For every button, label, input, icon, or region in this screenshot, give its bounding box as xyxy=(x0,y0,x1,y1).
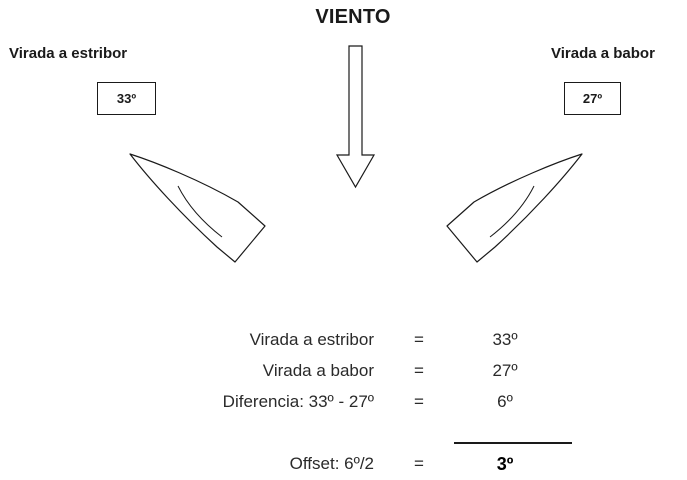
equals-sign: = xyxy=(414,392,424,411)
starboard-boat-icon xyxy=(129,153,266,263)
port-angle-box: 27º xyxy=(564,82,621,115)
calc-row-difference: Diferencia: 33º - 27º = 6º xyxy=(0,388,687,418)
calc-row-starboard: Virada a estribor = 33º xyxy=(0,326,687,356)
tack-diagram: VIENTO Virada a estribor Virada a babor … xyxy=(9,6,655,263)
result-divider-line xyxy=(454,442,572,444)
calc-row-port: Virada a babor = 27º xyxy=(0,357,687,387)
wind-arrow-icon xyxy=(335,45,376,189)
calc-row-offset: Offset: 6º/2 = 3º xyxy=(0,450,687,480)
calc-row-label: Offset: 6º/2 xyxy=(289,454,374,473)
equals-sign: = xyxy=(414,361,424,380)
starboard-angle-box: 33º xyxy=(97,82,156,115)
offset-result-value: 3º xyxy=(496,454,514,474)
port-boat-icon xyxy=(446,153,583,263)
calc-row-value: 27º xyxy=(492,361,518,380)
port-tack-label: Virada a babor xyxy=(551,45,655,62)
calc-row-value: 6º xyxy=(497,392,513,411)
wind-label: VIENTO xyxy=(315,6,391,28)
calc-row-value: 33º xyxy=(492,330,518,349)
equals-sign: = xyxy=(414,330,424,349)
equals-sign: = xyxy=(414,454,424,473)
diagram-drawing xyxy=(129,45,583,263)
calc-row-label: Virada a babor xyxy=(262,361,374,380)
starboard-tack-label: Virada a estribor xyxy=(9,45,128,62)
calc-row-label: Diferencia: 33º - 27º xyxy=(222,392,374,411)
calc-row-label: Virada a estribor xyxy=(249,330,374,349)
